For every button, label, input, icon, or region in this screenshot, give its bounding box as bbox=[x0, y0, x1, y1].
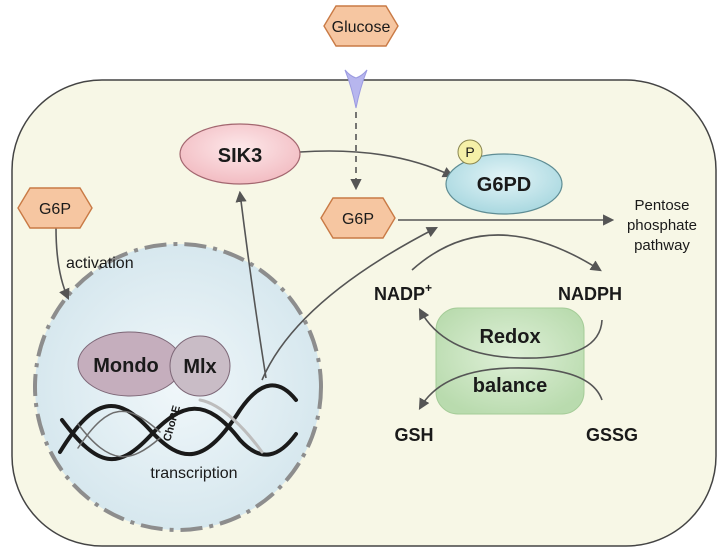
g6pd-node bbox=[445, 153, 563, 215]
mlx-label: Mlx bbox=[183, 356, 216, 378]
activation-label: activation bbox=[66, 255, 134, 272]
nucleus-to-sik3-arrow bbox=[235, 190, 267, 379]
redox-label: Redox bbox=[479, 326, 540, 348]
sik3-label: SIK3 bbox=[218, 145, 262, 167]
gssg-label: GSSG bbox=[586, 425, 638, 445]
g6p-outside-label: G6P bbox=[39, 201, 71, 218]
glucose-transporter-icon bbox=[344, 69, 368, 109]
glucose-label: Glucose bbox=[332, 19, 391, 36]
nadph-to-nadp-curve bbox=[418, 308, 603, 359]
activation-arrow bbox=[55, 227, 70, 301]
nucleus-to-g6pd-arrow bbox=[261, 226, 438, 381]
nadp-label: NADP+ bbox=[374, 281, 432, 304]
g6pd-label: G6PD bbox=[477, 174, 531, 196]
phospho-label: P bbox=[465, 144, 474, 160]
nadp-text: NADP bbox=[374, 284, 425, 304]
g6p-inside-hexagon bbox=[320, 197, 396, 239]
pentose-label-line3: pathway bbox=[634, 237, 690, 254]
pentose-label-line2: phosphate bbox=[627, 217, 697, 234]
mondo-label: Mondo bbox=[93, 355, 159, 377]
nadp-to-nadph-arrow bbox=[411, 234, 602, 272]
gssg-to-gsh-curve bbox=[418, 367, 603, 410]
glucose-hexagon bbox=[323, 5, 399, 47]
g6p-outside-hexagon bbox=[17, 187, 93, 229]
phosphate-badge bbox=[457, 139, 483, 165]
gsh-label: GSH bbox=[394, 425, 433, 445]
nadp-superscript: + bbox=[425, 281, 432, 295]
redox-balance-box bbox=[435, 307, 585, 415]
mlx-protein bbox=[169, 335, 231, 397]
transcription-label: transcription bbox=[150, 465, 237, 482]
sik3-to-g6pd-arrow bbox=[299, 150, 455, 178]
nadph-label: NADPH bbox=[558, 284, 622, 304]
sik3-node bbox=[179, 123, 301, 185]
pentose-label-line1: Pentose bbox=[634, 197, 689, 214]
balance-label: balance bbox=[473, 375, 547, 397]
g6p-inside-label: G6P bbox=[342, 211, 374, 228]
dna-helix-icon bbox=[58, 383, 298, 462]
